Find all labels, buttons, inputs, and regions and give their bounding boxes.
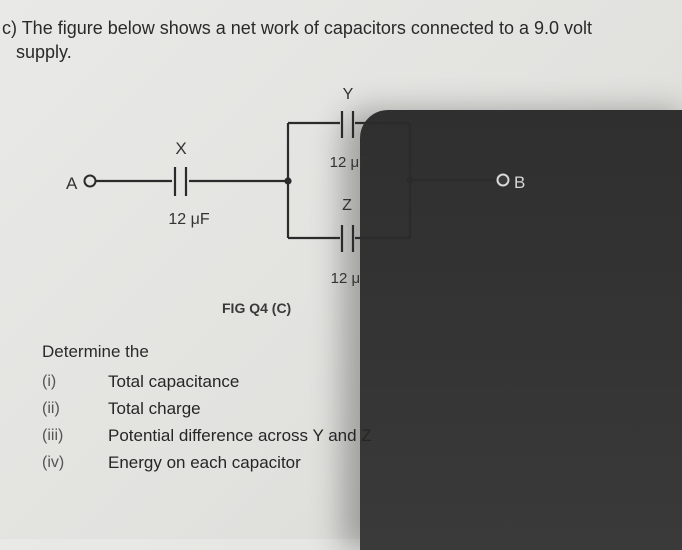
question-line-1: c) The figure below shows a net work of … bbox=[2, 16, 674, 40]
photo-shadow bbox=[360, 110, 682, 550]
task-item: (iv) Energy on each capacitor bbox=[42, 449, 462, 476]
capacitor-x-name: X bbox=[175, 139, 186, 158]
task-item-text: Total capacitance bbox=[108, 371, 240, 391]
task-item-text: Total charge bbox=[108, 398, 201, 418]
task-section: Determine the (i) Total capacitance (ii)… bbox=[42, 342, 462, 476]
terminal-a-label: A bbox=[66, 174, 78, 193]
capacitor-z-value: 12 μF bbox=[331, 270, 370, 287]
junction-right bbox=[406, 176, 414, 184]
junction-left bbox=[284, 177, 292, 185]
task-item-number: (ii) bbox=[42, 399, 60, 417]
question-text: c) The figure below shows a net work of … bbox=[2, 16, 674, 64]
task-item: (ii) Total charge bbox=[42, 395, 462, 422]
task-item-text: Energy on each capacitor bbox=[108, 452, 301, 472]
capacitor-circuit-diagram: A B X 12 μF Y 12 μF Z 12 μF bbox=[66, 86, 525, 287]
task-item: (iii) Potential difference across Y and … bbox=[42, 422, 462, 449]
terminal-b-label: B bbox=[514, 173, 525, 192]
task-item: (i) Total capacitance bbox=[42, 368, 462, 395]
question-statement: The figure below shows a net work of cap… bbox=[21, 18, 593, 38]
capacitor-y-value: 12 μF bbox=[330, 154, 369, 171]
task-item-number: (iii) bbox=[42, 426, 64, 444]
terminal-b-icon bbox=[496, 173, 510, 187]
task-heading: Determine the bbox=[42, 342, 149, 361]
capacitor-x-value: 12 μF bbox=[168, 211, 209, 228]
capacitor-y-name: Y bbox=[343, 86, 354, 103]
terminal-a-icon bbox=[83, 174, 97, 188]
task-item-text: Potential difference across Y and Z bbox=[108, 425, 372, 445]
capacitor-z-name: Z bbox=[342, 197, 352, 214]
question-line-2: supply. bbox=[16, 42, 72, 62]
circuit-wires bbox=[96, 111, 497, 252]
question-prefix: c) bbox=[2, 18, 17, 38]
task-item-number: (i) bbox=[42, 372, 57, 390]
task-item-number: (iv) bbox=[42, 453, 65, 471]
figure-caption: FIG Q4 (C) bbox=[222, 300, 292, 316]
